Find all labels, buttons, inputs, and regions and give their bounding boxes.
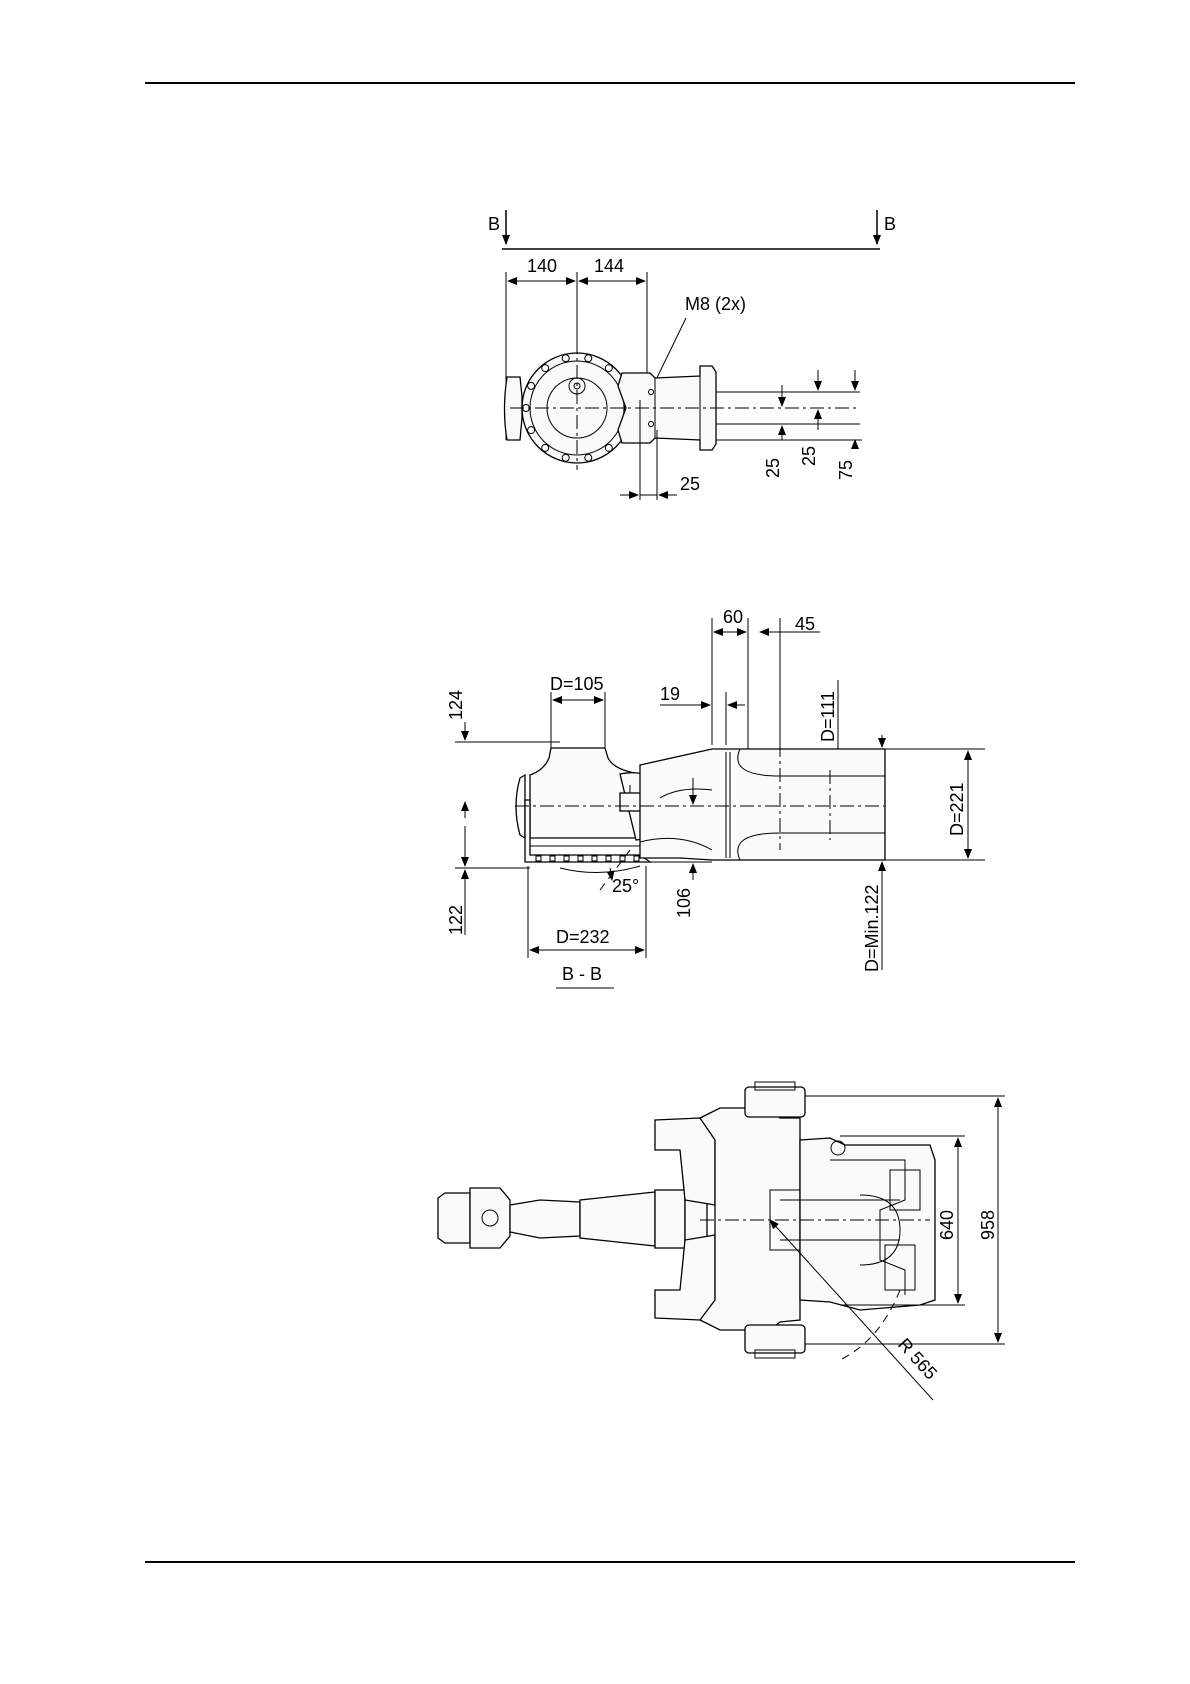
dim-d232: D=232 [556,927,610,947]
dim-19: 19 [660,684,680,704]
section-body [516,748,885,890]
dimension-122: 122 [446,808,530,935]
section-view: 60 45 D=105 19 D=111 124 [446,607,985,988]
callout-m8-text: M8 (2x) [685,294,746,314]
section-label: B - B [562,964,602,984]
dim-25deg: 25° [612,876,639,896]
dim-d105: D=105 [550,674,604,694]
plan-view: 640 958 R 565 [438,1082,1005,1400]
dim-122: 122 [446,905,466,935]
top-view: B B 140 144 M8 (2x) [488,210,896,500]
dim-d221: D=221 [947,782,967,836]
dimension-19: 19 [660,684,745,745]
dimension-d105: D=105 [550,674,605,748]
dim-958: 958 [978,1210,998,1240]
section-line-b-b: B B [488,210,896,249]
dim-640: 640 [937,1210,957,1240]
dim-45: 45 [795,614,815,634]
dim-dmin122: D=Min.122 [862,884,882,972]
dim-d111: D=111 [818,691,838,742]
dimension-25-25-75: 25 25 75 [716,370,862,480]
dim-75: 75 [836,460,856,480]
dimension-d221: D=221 [885,749,985,860]
dim-r565: R 565 [894,1334,941,1383]
callout-m8: M8 (2x) [652,294,746,388]
dim-124: 124 [446,690,466,720]
dim-60: 60 [723,607,743,627]
section-mark-left: B [488,214,500,234]
dimension-25deg: 25° [560,866,640,896]
dim-144: 144 [594,256,624,276]
section-mark-right: B [884,214,896,234]
dim-25-b: 25 [799,446,819,466]
dim-140: 140 [527,256,557,276]
dim-25-a: 25 [763,458,783,478]
dim-106: 106 [674,888,694,918]
dim-25-horizontal: 25 [680,474,700,494]
